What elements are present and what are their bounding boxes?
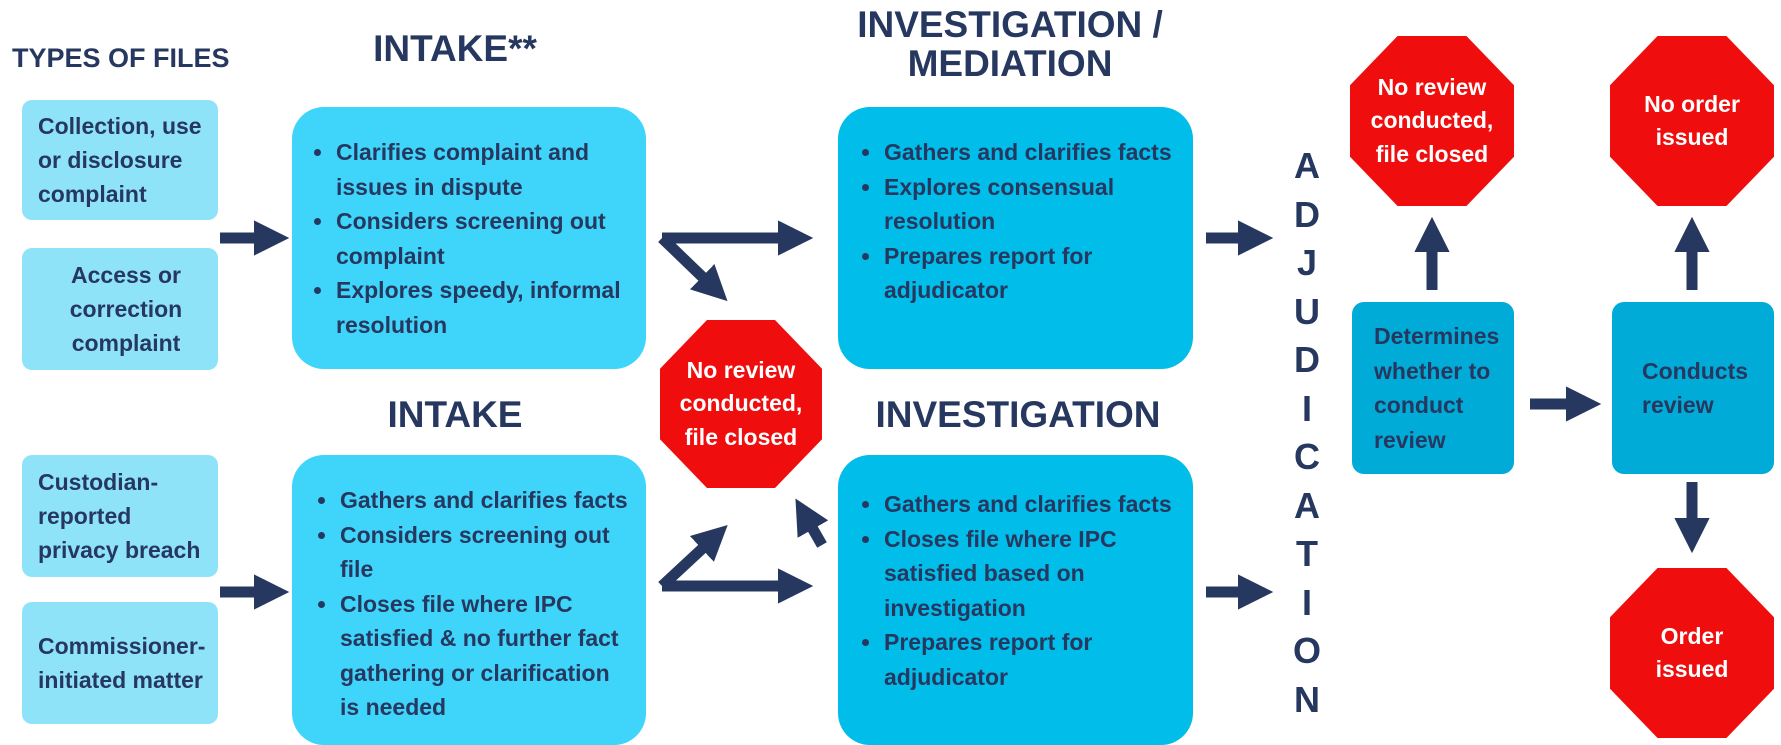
- adjudication-letter: D: [1294, 339, 1320, 380]
- list-item: Prepares report for adjudicator: [860, 239, 1175, 308]
- adjudication-letter: U: [1294, 290, 1320, 332]
- privacy-breach-box: Custodian-reported privacy breach: [22, 455, 218, 577]
- order-issued-stop-sign: Order issued: [1610, 568, 1774, 738]
- list-item: Gathers and clarifies facts: [860, 487, 1175, 522]
- adjudication-letter: C: [1294, 436, 1320, 477]
- list-item: Considers screening out complaint: [312, 204, 628, 273]
- list-item: Closes file where IPC satisfied & no fur…: [316, 587, 632, 725]
- intake-heading: INTAKE: [387, 394, 523, 435]
- intake-list: Gathers and clarifies facts Considers sc…: [316, 483, 632, 725]
- arrow-intake-to-stop: [658, 525, 728, 591]
- no-review-stop-sign: No review conducted, file closed: [1350, 36, 1514, 206]
- investigation-box: Gathers and clarifies facts Closes file …: [838, 455, 1193, 745]
- privacy-breach-label: Custodian-reported privacy breach: [38, 468, 201, 564]
- access-complaint-label: Access or correction complaint: [69, 261, 183, 357]
- adjudication-letter: N: [1294, 678, 1320, 720]
- adjudication-letter: D: [1294, 193, 1320, 235]
- adjudication-letter: A: [1294, 145, 1320, 186]
- list-item: Clarifies complaint and issues in disput…: [312, 135, 628, 204]
- intake-star-box: Clarifies complaint and issues in disput…: [292, 107, 646, 369]
- adjudication-letter: J: [1296, 242, 1318, 283]
- collection-complaint-label: Collection, use or disclosure complaint: [38, 112, 202, 208]
- investigation-heading: INVESTIGATION: [875, 394, 1161, 435]
- arrow-investigation-to-stop: [795, 498, 829, 548]
- middle-no-review-stop-sign: No review conducted, file closed: [660, 320, 822, 488]
- investigation-mediation-list: Gathers and clarifies facts Explores con…: [860, 135, 1175, 308]
- access-complaint-box: Access or correction complaint: [22, 248, 218, 370]
- determines-review-box: Determines whether to conduct review: [1352, 302, 1514, 474]
- commissioner-matter-box: Commissioner-initiated matter: [22, 602, 218, 724]
- list-item: Explores speedy, informal resolution: [312, 273, 628, 342]
- adjudication-letter: I: [1301, 387, 1312, 429]
- list-item: Explores consensual resolution: [860, 170, 1175, 239]
- list-item: Gathers and clarifies facts: [316, 483, 632, 518]
- list-item: Prepares report for adjudicator: [860, 625, 1175, 694]
- arrow-intake-star-to-stop: [658, 234, 728, 302]
- investigation-mediation-heading: INVESTIGATION / MEDIATION: [857, 4, 1163, 84]
- intake-star-list: Clarifies complaint and issues in disput…: [312, 135, 628, 342]
- adjudication-letter: I: [1301, 581, 1312, 623]
- types-of-files-heading: TYPES OF FILES: [12, 43, 230, 73]
- no-order-stop-sign: No order issued: [1610, 36, 1774, 206]
- adjudication-label: A D J U D I C A T I O N: [1290, 142, 1324, 724]
- list-item: Gathers and clarifies facts: [860, 135, 1175, 170]
- intake-star-heading: INTAKE**: [373, 28, 537, 69]
- determines-review-label: Determines whether to conduct review: [1374, 323, 1500, 453]
- conducts-review-label: Conducts review: [1642, 357, 1749, 419]
- adjudication-letter: A: [1294, 484, 1320, 526]
- intake-box: Gathers and clarifies facts Considers sc…: [292, 455, 646, 745]
- investigation-mediation-box: Gathers and clarifies facts Explores con…: [838, 107, 1193, 369]
- list-item: Considers screening out file: [316, 518, 632, 587]
- conducts-review-box: Conducts review: [1612, 302, 1774, 474]
- list-item: Closes file where IPC satisfied based on…: [860, 522, 1175, 626]
- adjudication-letter: T: [1296, 533, 1318, 574]
- collection-complaint-box: Collection, use or disclosure complaint: [22, 100, 218, 220]
- investigation-list: Gathers and clarifies facts Closes file …: [860, 487, 1175, 694]
- adjudication-letter: O: [1292, 630, 1321, 671]
- commissioner-matter-label: Commissioner-initiated matter: [38, 632, 206, 693]
